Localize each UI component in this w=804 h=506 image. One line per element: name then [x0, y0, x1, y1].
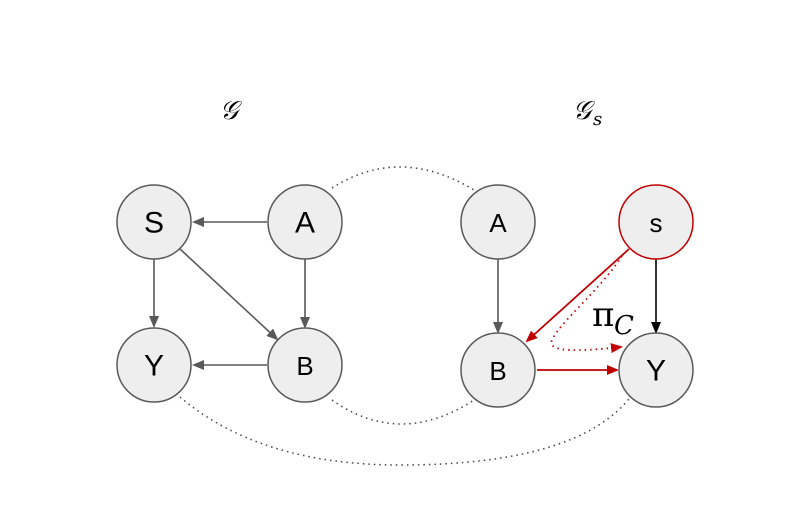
node-A-right-label: A: [489, 208, 507, 238]
pi-symbol: π: [592, 295, 614, 335]
node-A-label: A: [295, 207, 315, 240]
right-graph-title: 𝒢 s: [573, 96, 603, 130]
node-B-label: B: [296, 351, 313, 381]
edge-S-to-B: [179, 248, 279, 341]
node-Y-right-label: Y: [646, 355, 666, 388]
node-Y: Y: [116, 327, 192, 403]
pi-subscript: C: [614, 311, 634, 341]
node-S-label: S: [144, 207, 164, 240]
dotted-link-A: [331, 166, 475, 191]
node-B-right-label: B: [489, 356, 506, 386]
dotted-link-B: [331, 399, 475, 425]
right-graph-title-main: 𝒢: [573, 96, 596, 126]
node-A: A: [267, 184, 343, 260]
node-s-right: s: [618, 184, 694, 260]
node-Y-label: Y: [144, 350, 164, 383]
node-B-right: B: [460, 332, 536, 408]
node-A-right: A: [460, 184, 536, 260]
path-pi-C-label: π C: [592, 295, 634, 341]
left-graph-title: 𝒢: [220, 96, 243, 126]
edge-s-to-B: [525, 248, 630, 343]
node-S: S: [116, 184, 192, 260]
node-s-right-label: s: [650, 208, 663, 238]
node-B: B: [267, 327, 343, 403]
right-graph-title-subscript: s: [593, 109, 602, 130]
node-Y-right: Y: [618, 332, 694, 408]
dotted-link-Y: [179, 394, 633, 466]
